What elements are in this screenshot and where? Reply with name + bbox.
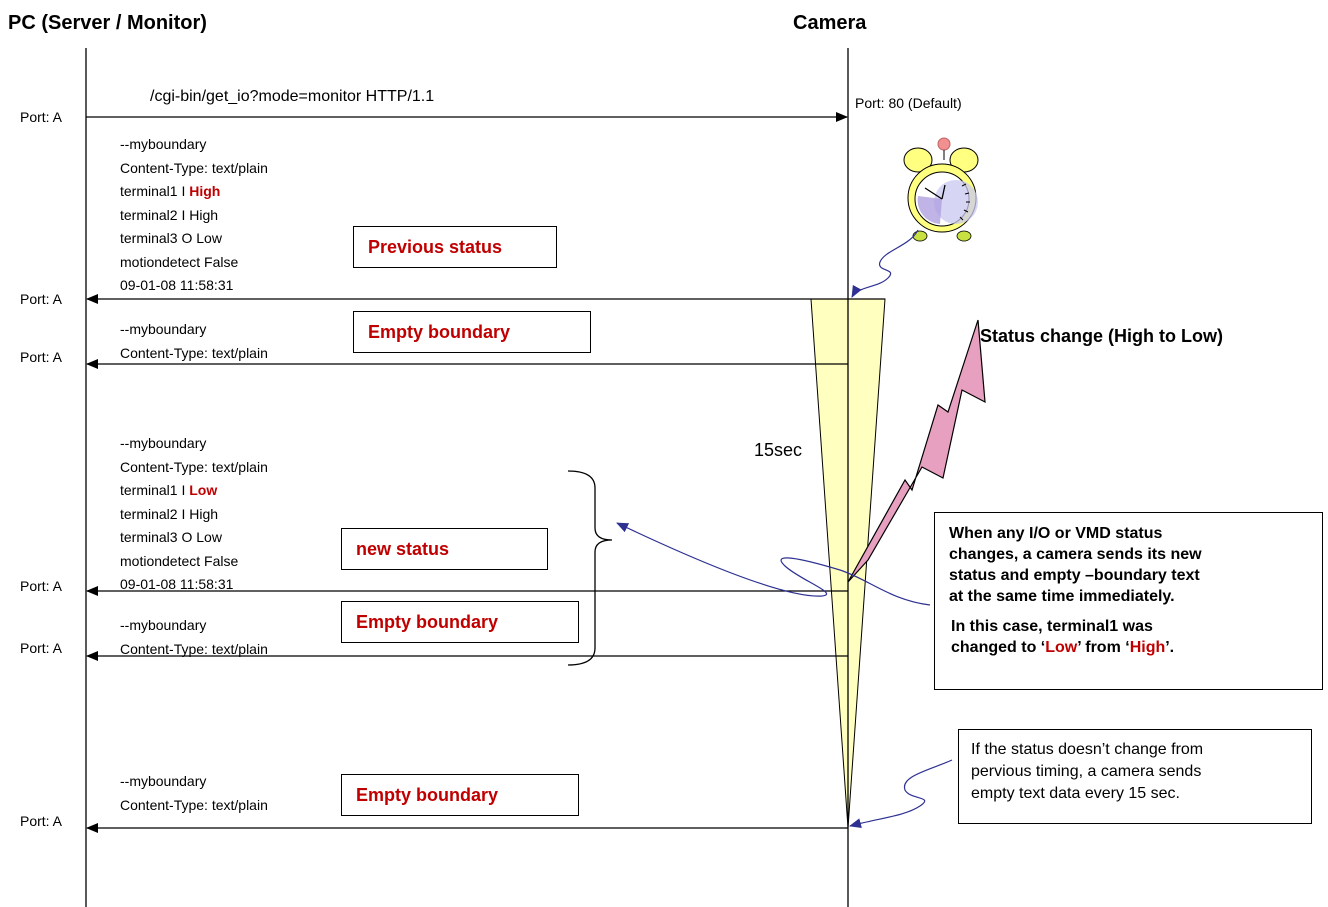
empty-boundary-label: Empty boundary (341, 774, 579, 816)
empty-boundary-label: Empty boundary (353, 311, 591, 353)
timestamp-line: 09-01-08 11:58:31 (120, 277, 234, 293)
timestamp-line: 09-01-08 11:58:31 (120, 576, 234, 592)
pc-port-label: Port: A (20, 109, 63, 125)
terminal2-line: terminal2 I High (120, 505, 219, 522)
note-line: If the status doesn’t change from (971, 741, 1204, 758)
status-change-label: Status change (High to Low) (980, 326, 1223, 346)
clock-to-camera-link (851, 229, 919, 298)
content-type-line: Content-Type: text/plain (120, 796, 268, 813)
request-text: /cgi-bin/get_io?mode=monitor HTTP/1.1 (150, 88, 435, 105)
pc-port-label: Port: A (20, 578, 63, 594)
boundary-line: --myboundary (120, 136, 207, 152)
boundary-line: --myboundary (120, 773, 207, 789)
terminal1-prefix: terminal1 I (120, 482, 190, 498)
previous-status-label: Previous status (353, 226, 557, 268)
terminal3-line: terminal3 O Low (120, 230, 222, 246)
new-status-label: new status (341, 528, 548, 570)
note-line: When any I/O or VMD status (949, 525, 1163, 542)
note-line: status and empty –boundary text (949, 567, 1200, 584)
motion-line: motiondetect False (120, 552, 239, 569)
note-high-value: High (1129, 639, 1166, 656)
note-line: pervious timing, a camera sends (971, 763, 1202, 780)
content-type-line: Content-Type: text/plain (120, 159, 268, 176)
pc-port-label: Port: A (20, 813, 63, 829)
terminal1-prefix: terminal1 I (120, 183, 190, 199)
terminal1-value: High (189, 183, 221, 199)
interval-label: 15sec (754, 440, 803, 460)
note-to-brace-link (616, 522, 931, 606)
note-text: changed to ‘ (951, 639, 1046, 656)
boundary-line: --myboundary (120, 321, 207, 337)
empty-boundary-label: Empty boundary (341, 601, 579, 643)
note-text: ’. (1165, 639, 1175, 656)
terminal1-value: Low (189, 482, 218, 498)
previous-status-message: --myboundary Content-Type: text/plain te… (120, 133, 268, 298)
pc-port-label: Port: A (20, 349, 63, 365)
note-line: In this case, terminal1 was (951, 618, 1153, 635)
motion-line: motiondetect False (120, 253, 239, 270)
note-line: changed to ‘Low’ from ‘High’. (949, 637, 1322, 658)
group-brace (567, 470, 613, 666)
boundary-line: --myboundary (120, 435, 207, 451)
empty-boundary-message: --myboundary Content-Type: text/plain (120, 318, 268, 365)
alarm-clock-icon (903, 137, 979, 242)
idle-note-link (849, 759, 953, 828)
status-change-note: When any I/O or VMD status changes, a ca… (934, 512, 1323, 690)
note-low-value: Low (1045, 639, 1078, 656)
idle-note: If the status doesn’t change from pervio… (958, 729, 1312, 824)
lightning-bolt-icon (847, 319, 986, 583)
pc-port-label: Port: A (20, 291, 63, 307)
empty-boundary-message: --myboundary Content-Type: text/plain (120, 614, 268, 661)
content-type-line: Content-Type: text/plain (120, 458, 268, 475)
camera-port-label: Port: 80 (Default) (855, 95, 962, 111)
note-line: empty text data every 15 sec. (971, 785, 1180, 802)
content-type-line: Content-Type: text/plain (120, 640, 268, 657)
note-text: ’ from ‘ (1077, 639, 1130, 656)
boundary-line: --myboundary (120, 617, 207, 633)
pc-header: PC (Server / Monitor) (8, 12, 207, 34)
terminal2-line: terminal2 I High (120, 206, 219, 223)
empty-boundary-message: --myboundary Content-Type: text/plain (120, 770, 268, 817)
pc-port-label: Port: A (20, 640, 63, 656)
note-line: at the same time immediately. (949, 588, 1175, 605)
terminal3-line: terminal3 O Low (120, 529, 222, 545)
new-status-message: --myboundary Content-Type: text/plain te… (120, 432, 268, 597)
terminal1-line: terminal1 I Low (120, 479, 268, 503)
camera-header: Camera (793, 12, 867, 34)
note-line: changes, a camera sends its new (949, 546, 1202, 563)
terminal1-line: terminal1 I High (120, 180, 268, 204)
content-type-line: Content-Type: text/plain (120, 344, 268, 361)
